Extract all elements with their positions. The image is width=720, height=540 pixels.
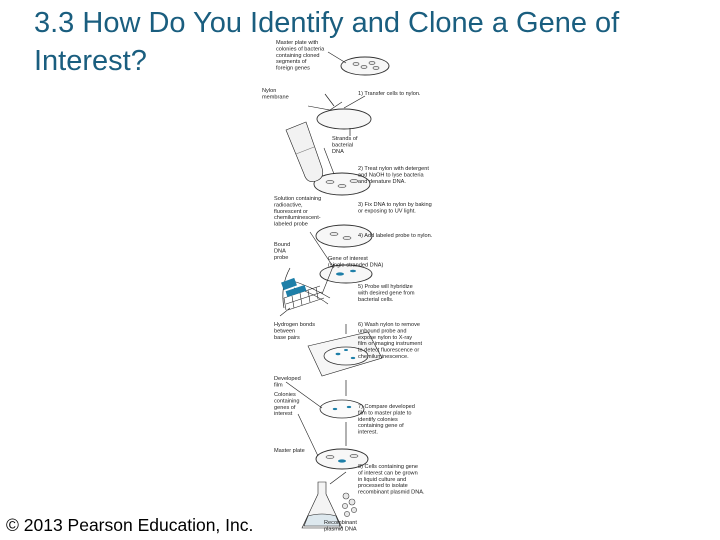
label-line: 1) Transfer cells to nylon. (358, 91, 421, 97)
label-line: chemiluminescent- (274, 215, 321, 221)
label-gene-of-interest: Gene of interest(single-stranded DNA) (328, 256, 383, 268)
master-plate-dish (340, 56, 390, 76)
label-line: in liquid culture and (358, 477, 406, 483)
label-line: genes of (274, 405, 296, 411)
label-line: to detect fluorescence or (358, 348, 419, 354)
label-line: 4) Add labeled probe to nylon. (358, 233, 433, 239)
label-line: 6) Wash nylon to remove (358, 322, 420, 328)
test-tube-icon (285, 121, 324, 182)
label-line: probe (274, 255, 288, 261)
lysis-dish (313, 172, 371, 196)
label-line: identify colonies (358, 417, 398, 423)
label-line: or exposing to UV light. (358, 208, 416, 214)
label-line: chemiluminescence. (358, 354, 409, 360)
copyright-notice: © 2013 Pearson Education, Inc. (6, 515, 254, 535)
label-line: containing (274, 398, 300, 404)
label-line: with desired gene from (357, 290, 415, 296)
label-line: DNA (274, 248, 286, 254)
label-line: interest (274, 411, 293, 417)
label-line: Nylon (262, 88, 276, 94)
label-line: Strands of (332, 136, 358, 142)
label-line: 7) Compare developed (358, 404, 415, 410)
label-line: Bound (274, 242, 290, 248)
step-4-caption: 4) Add labeled probe to nylon. (358, 233, 433, 239)
label-line: 3) Fix DNA to nylon by baking (358, 202, 432, 208)
label-line: membrane (262, 94, 289, 100)
step-1-caption: 1) Transfer cells to nylon. (358, 91, 421, 97)
label-line: containing cloned (276, 53, 320, 59)
label-line: containing gene of (358, 423, 404, 429)
nylon-membrane-dish (307, 93, 372, 130)
label-line: film to master plate to (358, 410, 411, 416)
label-line: interest. (358, 430, 378, 436)
label-line: (single-stranded DNA) (328, 262, 383, 268)
label-line: Master plate with (276, 40, 318, 46)
film-exposure (307, 331, 383, 377)
label-line: Gene of interest (328, 256, 368, 262)
label-line: Hydrogen bonds (274, 322, 315, 328)
label-line: labeled probe (274, 222, 308, 228)
plasmid-cluster (342, 492, 357, 517)
label-line: plasmid DNA (324, 526, 357, 532)
label-line: processed to isolate (358, 483, 408, 489)
label-master-plate-2: Master plate (274, 448, 305, 454)
master-plate-compare (315, 448, 369, 470)
label-line: unbound probe and (358, 328, 407, 334)
label-line: Solution containing (274, 196, 321, 202)
developed-film (319, 399, 365, 419)
culture-flask-icon (301, 481, 343, 529)
label-line: segments of (276, 59, 307, 65)
label-line: DNA (332, 149, 344, 155)
label-line: Colonies (274, 392, 296, 398)
label-line: 5) Probe will hybridize (358, 284, 413, 290)
label-line: Recombinant (324, 520, 357, 526)
label-line: fluorescent or (274, 209, 308, 215)
label-line: Master plate (274, 448, 305, 454)
label-line: expose nylon to X-ray (358, 335, 412, 341)
label-line: colonies of bacteria (276, 46, 325, 52)
label-line: bacterial cells. (358, 297, 394, 303)
label-line: foreign genes (276, 66, 310, 72)
label-line: radioactive, (274, 202, 303, 208)
label-line: of interest can be grown (358, 470, 418, 476)
label-line: film (274, 382, 283, 388)
slide-title: 3.3 How Do You Identify and Clone a Gene… (34, 7, 620, 77)
label-line: bacterial (332, 142, 353, 148)
hybridization-closeup (281, 277, 331, 311)
label-line: film or imaging instrument (358, 341, 422, 347)
label-line: base pairs (274, 335, 300, 341)
label-line: 8) Cells containing gene (358, 464, 418, 470)
fixing-dish (315, 224, 373, 248)
label-line: Developed (274, 376, 301, 382)
label-line: 2) Treat nylon with detergent (358, 166, 429, 172)
label-line: and NaOH to lyse bacteria (358, 172, 424, 178)
label-line: recombinant plasmid DNA. (358, 490, 425, 496)
label-line: and denature DNA. (358, 179, 406, 185)
probe-dish (319, 264, 373, 284)
label-line: between (274, 328, 295, 334)
